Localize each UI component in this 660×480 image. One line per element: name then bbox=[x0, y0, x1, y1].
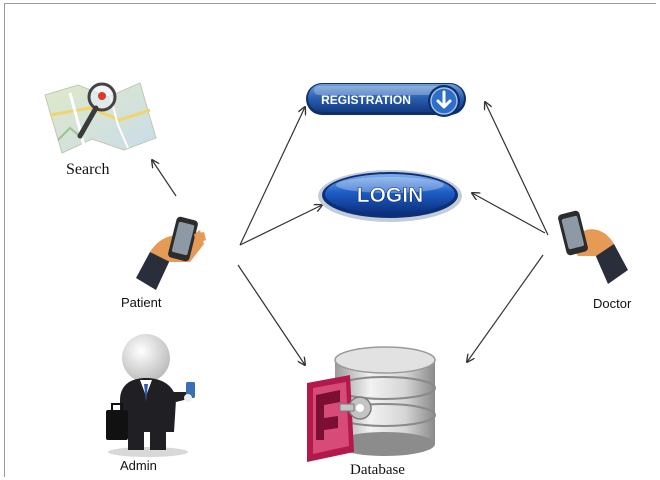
patient-label: Patient bbox=[121, 295, 162, 310]
arrow-patient-to-search bbox=[152, 160, 177, 197]
access-key-icon bbox=[307, 375, 372, 462]
registration-button[interactable]: REGISTRATION bbox=[306, 83, 466, 117]
arrow-patient-to-database bbox=[237, 264, 305, 365]
patient-hand-phone-icon bbox=[136, 216, 206, 290]
arrow-doctor-to-database bbox=[467, 254, 544, 362]
download-arrow-icon bbox=[428, 85, 460, 117]
database-stack-icon bbox=[307, 346, 436, 462]
login-button[interactable]: LOGIN bbox=[318, 170, 462, 222]
map-magnifier-icon bbox=[44, 82, 157, 154]
arrow-patient-to-registration bbox=[239, 107, 305, 246]
arrows bbox=[152, 102, 549, 365]
arrow-doctor-to-registration bbox=[485, 102, 549, 236]
businessman-figure-icon bbox=[106, 334, 195, 457]
registration-label: REGISTRATION bbox=[321, 93, 411, 107]
doctor-hand-phone-icon bbox=[558, 210, 628, 284]
login-label: LOGIN bbox=[357, 184, 424, 207]
search-label: Search bbox=[66, 161, 110, 178]
doctor-label: Doctor bbox=[593, 296, 632, 311]
admin-label: Admin bbox=[120, 458, 157, 473]
arrow-patient-to-login bbox=[239, 205, 322, 246]
database-label: Database bbox=[350, 462, 405, 478]
frame-border bbox=[4, 3, 656, 477]
arrow-doctor-to-login bbox=[472, 193, 546, 234]
